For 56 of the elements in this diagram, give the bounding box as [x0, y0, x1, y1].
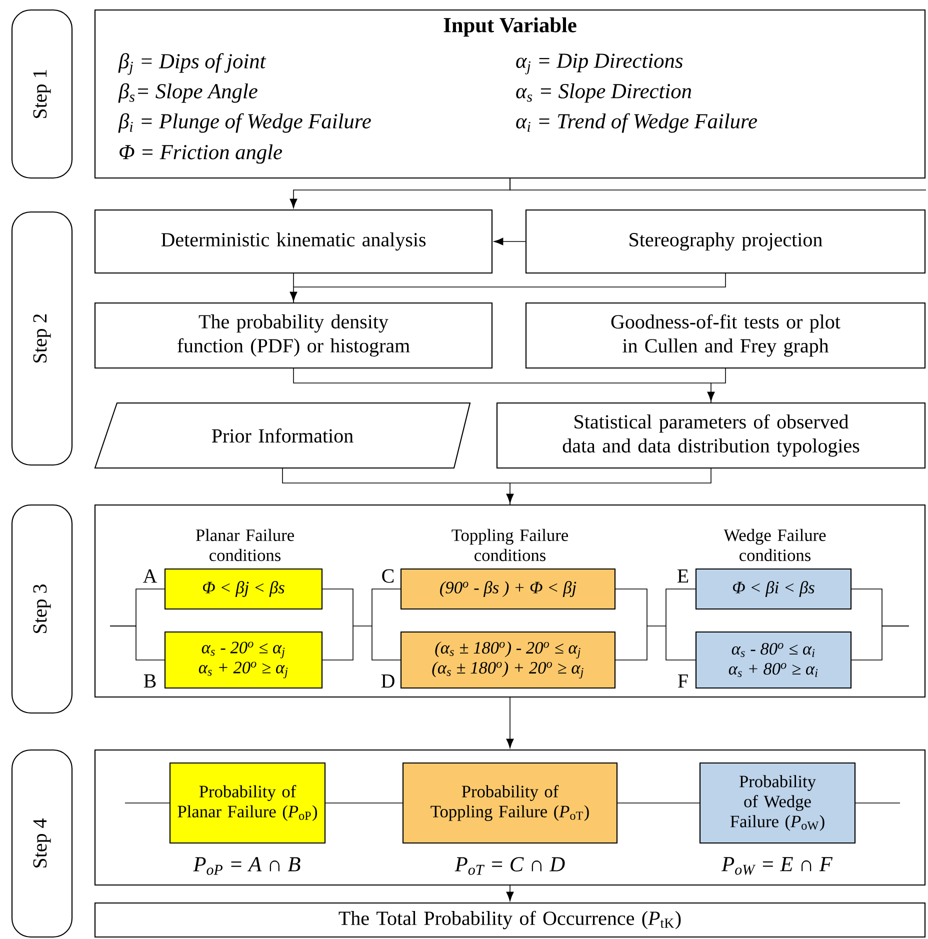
- condition-box: Φ < βj < βs: [164, 568, 323, 610]
- process-box: Stereography projection: [525, 209, 926, 274]
- variable-definition: β$_{s}$= Slope Angle: [118, 83, 258, 103]
- variable-definition: α$_{s}$ = Slope Direction: [516, 83, 692, 103]
- variable-definition: α$_{j}$ = Dip Directions: [516, 54, 683, 74]
- variable-definition: β$_{j}$ = Dips of joint: [118, 53, 266, 75]
- connector-line: [325, 802, 403, 804]
- process-box: The probability density function (PDF) or histogram: [94, 302, 493, 369]
- step-label: Step 1: [11, 9, 73, 179]
- condition-letter: F: [678, 674, 688, 688]
- probability-formula: P$_{oP}$ = A ∩ B: [193, 857, 300, 875]
- process-box: Deterministic kinematic analysis: [94, 209, 493, 274]
- condition-letter: C: [382, 569, 394, 583]
- probability-box: Probability of Planar Failure (P$_{oP}$): [169, 762, 326, 844]
- probability-box: Probability of Toppling Failure (P$_{oT}$): [402, 762, 618, 844]
- condition-heading: Toppling Failure conditions: [452, 528, 568, 562]
- step-label: Step 2: [11, 211, 73, 466]
- condition-box: (α$_{s}$ ± 180$^{o}$) - 20$^{o}$ ≤ α$_{j}$ (α$_{s}$ ± 180$^{o}$) + 20$^{o}$ ≥ α$_{j}$: [400, 631, 616, 689]
- connector-line: [110, 626, 165, 660]
- arrow: [494, 238, 526, 246]
- variable-definition: Φ = Friction angle: [120, 144, 282, 164]
- variable-definition: β$_{i}$ = Plunge of Wedge Failure: [118, 113, 371, 133]
- step-panel: [94, 749, 926, 886]
- connector-line: [617, 802, 700, 804]
- condition-letter: D: [381, 674, 394, 688]
- connector-line: [322, 588, 401, 660]
- connector-line: [615, 588, 696, 660]
- process-box: The Total Probability of Occurrence (P$_{tK}$): [94, 902, 926, 938]
- step-label: Step 3: [11, 504, 73, 714]
- condition-heading: Planar Failure conditions: [196, 528, 294, 562]
- condition-heading: Wedge Failure conditions: [724, 528, 826, 562]
- panel-heading: Input Variable: [444, 17, 576, 37]
- process-box: Statistical parameters of observed data and data distribution typologies: [496, 402, 926, 469]
- arrow: [506, 885, 514, 902]
- input-parallelogram: Prior Information: [94, 402, 471, 469]
- probability-formula: P$_{oW}$ = E ∩ F: [722, 857, 833, 875]
- probability-formula: P$_{oT}$ = C ∩ D: [454, 857, 565, 875]
- condition-box: (90$^{o}$ - βs ) + Φ < βj: [400, 568, 616, 610]
- arrow: [282, 468, 712, 505]
- arrow: [506, 697, 514, 748]
- variable-definition: α$_{i}$ = Trend of Wedge Failure: [516, 113, 758, 133]
- condition-box: α$_{s}$ - 80$^{o}$ ≤ α$_{i}$ α$_{s}$ + 80$^{o}$ ≥ α$_{i}$: [695, 631, 852, 689]
- connector-line: [851, 626, 910, 660]
- connector-line: [510, 178, 926, 190]
- condition-box: Φ < βi < βs: [695, 568, 852, 610]
- connector-line: [855, 802, 900, 804]
- probability-box: Probability of Wedge Failure (P$_{oW}$): [699, 762, 856, 844]
- condition-letter: E: [677, 569, 688, 583]
- connector-line: [124, 802, 170, 804]
- process-box: Goodness-of-fit tests or plot in Cullen and Frey graph: [525, 302, 926, 369]
- condition-letter: A: [142, 569, 158, 583]
- condition-box: α$_{s}$ - 20$^{o}$ ≤ α$_{j}$ α$_{s}$ + 20$^{o}$ ≥ α$_{j}$: [164, 631, 323, 689]
- arrow: [290, 273, 726, 303]
- condition-letter: B: [144, 674, 156, 688]
- arrow: [293, 368, 726, 403]
- step-label: Step 4: [11, 749, 73, 938]
